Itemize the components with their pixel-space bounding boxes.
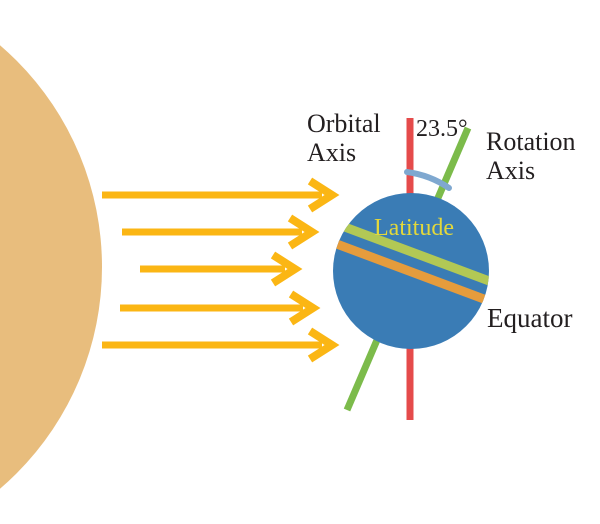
equator-label: Equator: [487, 303, 573, 333]
sunlight-ray: [102, 327, 340, 363]
sun-icon: [0, 45, 102, 489]
sunlight-ray: [122, 214, 320, 250]
rotation-axis-label: Rotation Axis: [486, 127, 576, 185]
arrowhead-icon: [288, 290, 321, 326]
tilt-angle-arc: [404, 169, 452, 191]
rotation-axis-label-line1: Rotation: [486, 127, 576, 156]
rotation-axis-label-line2: Axis: [486, 156, 536, 186]
sunlight-rays: [102, 177, 340, 363]
arrowhead-icon: [270, 251, 303, 287]
tilt-angle-label: 23.5°: [416, 116, 468, 142]
orbital-axis-label: Orbital Axis: [307, 109, 381, 167]
sunlight-ray: [120, 290, 321, 326]
latitude-label: Latitude: [374, 215, 454, 241]
arrowhead-icon: [307, 177, 340, 213]
orbital-axis-label-line1: Orbital: [307, 109, 381, 138]
sunlight-ray: [102, 177, 340, 213]
arrowhead-icon: [307, 327, 340, 363]
arrowhead-icon: [287, 214, 320, 250]
equator-band: [333, 232, 489, 310]
sunlight-ray: [140, 251, 303, 287]
orbital-axis-label-line2: Axis: [307, 138, 357, 168]
latitude-band: [333, 212, 489, 290]
